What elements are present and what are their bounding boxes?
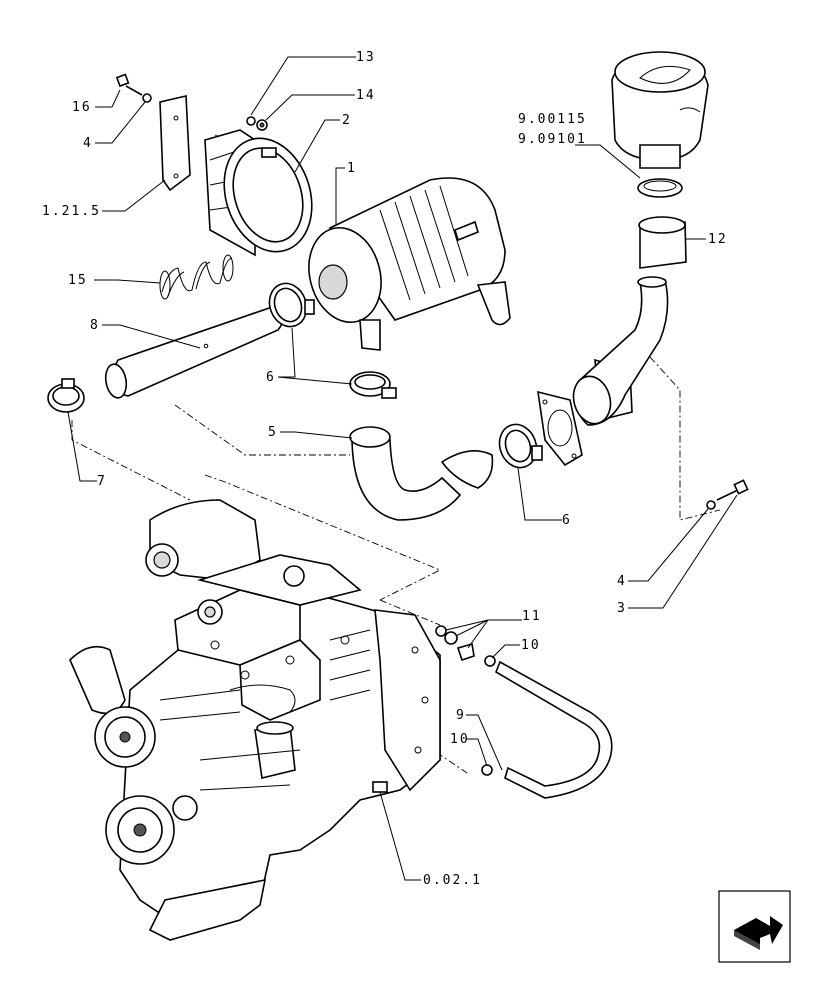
callout-9-00115: 9.00115	[518, 112, 587, 127]
callout-6-lower: 6	[562, 513, 572, 528]
engine-block	[69, 499, 441, 941]
callout-4-left: 4	[83, 136, 93, 151]
callout-6-upper: 6	[266, 370, 276, 385]
elbow-hose-5	[349, 426, 494, 521]
callout-11: 11	[522, 609, 542, 624]
bolt-3	[706, 479, 749, 510]
callout-10-upper: 10	[521, 638, 541, 653]
callout-labels: 13 14 2 1 16 4 1.21.5 15 8 6 7 5 6 9.001…	[42, 50, 728, 888]
flange-gasket	[537, 390, 583, 467]
leader-lines	[67, 56, 738, 881]
hose-clamp-6-lower	[498, 423, 543, 469]
bracket-1-21-5	[159, 95, 191, 192]
callout-14: 14	[356, 88, 376, 103]
bolt-16	[115, 73, 152, 103]
nut-13-14	[246, 116, 268, 131]
spring-15	[159, 254, 234, 300]
callout-1-21-5: 1.21.5	[42, 204, 101, 219]
callout-9-09101: 9.09101	[518, 132, 587, 147]
mounting-bracket-2	[204, 129, 313, 257]
pre-cleaner-cap	[611, 51, 709, 198]
next-page-arrow-icon	[734, 916, 783, 950]
callout-1: 1	[347, 161, 357, 176]
callout-2: 2	[342, 113, 352, 128]
hose-clamp-7	[47, 378, 85, 413]
fitting-11	[435, 625, 496, 667]
next-page-button[interactable]	[718, 890, 791, 963]
callout-8: 8	[90, 318, 100, 333]
intake-hose-8	[104, 304, 284, 399]
callout-15: 15	[68, 273, 88, 288]
callout-7: 7	[97, 474, 107, 489]
hose-clamp-6-upper	[268, 282, 397, 399]
callout-16: 16	[72, 100, 92, 115]
air-filter-housing-1	[308, 177, 511, 351]
callout-12: 12	[708, 232, 728, 247]
callout-3: 3	[617, 601, 627, 616]
breather-pipe-9	[481, 660, 613, 799]
callout-4-right: 4	[617, 574, 627, 589]
callout-5: 5	[268, 425, 278, 440]
elbow-pipe-12	[572, 216, 687, 426]
callout-13: 13	[356, 50, 376, 65]
callout-0-02-1: 0.02.1	[423, 873, 482, 888]
callout-9: 9	[456, 708, 466, 723]
callout-10-lower: 10	[450, 732, 470, 747]
